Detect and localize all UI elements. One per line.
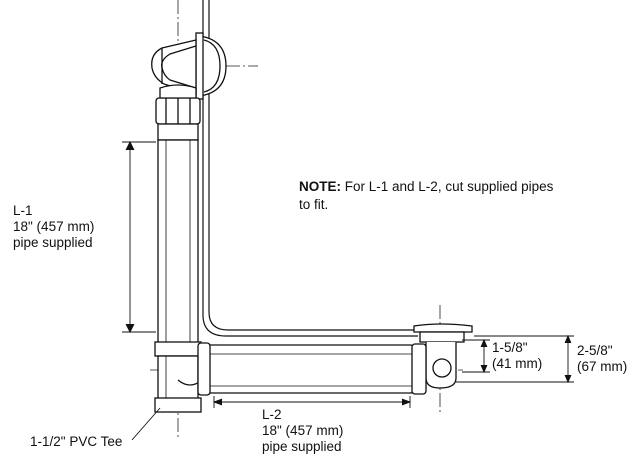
tub-wall-inner xyxy=(208,0,418,331)
note-label: NOTE: xyxy=(299,179,341,194)
dim-small-frac: 1-5/8" xyxy=(492,340,528,355)
l1-dimension xyxy=(122,140,156,334)
dim-2-5-8 xyxy=(456,334,574,384)
pvc-tee xyxy=(154,341,203,413)
note-text: NOTE: For L-1 and L-2, cut supplied pipe… xyxy=(299,178,561,214)
dim-small-mm: (41 mm) xyxy=(492,356,543,371)
overflow-elbow xyxy=(151,39,197,95)
dim-large-frac: 2-5/8" xyxy=(577,343,613,358)
l1-desc: pipe supplied xyxy=(13,235,93,250)
overflow-cover xyxy=(195,32,227,100)
dim-large-label: 2-5/8" (67 mm) xyxy=(577,343,627,375)
tub-outline xyxy=(202,0,418,337)
horizontal-pipe-l2 xyxy=(197,342,417,396)
coupling-nut xyxy=(155,84,201,141)
drain-assembly xyxy=(411,323,473,395)
tub-wall-outer xyxy=(202,0,418,337)
l2-label: L-2 18" (457 mm) pipe supplied xyxy=(262,407,343,455)
dim-1-5-8 xyxy=(462,338,490,374)
tee-leader xyxy=(131,407,161,441)
dim-small-label: 1-5/8" (41 mm) xyxy=(492,340,542,372)
l2-desc: pipe supplied xyxy=(262,439,342,454)
l2-name: L-2 xyxy=(262,407,282,422)
dim-large-mm: (67 mm) xyxy=(577,359,628,374)
vertical-pipe-l1 xyxy=(157,139,199,346)
l2-dimension xyxy=(212,396,412,408)
l1-name: L-1 xyxy=(13,203,33,218)
l1-size: 18" (457 mm) xyxy=(13,219,95,234)
note-body: For L-1 and L-2, cut supplied pipes to f… xyxy=(299,179,554,212)
tee-label: 1-1/2" PVC Tee xyxy=(30,434,123,449)
l1-label: L-1 18" (457 mm) pipe supplied xyxy=(13,203,94,251)
l2-size: 18" (457 mm) xyxy=(262,423,344,438)
